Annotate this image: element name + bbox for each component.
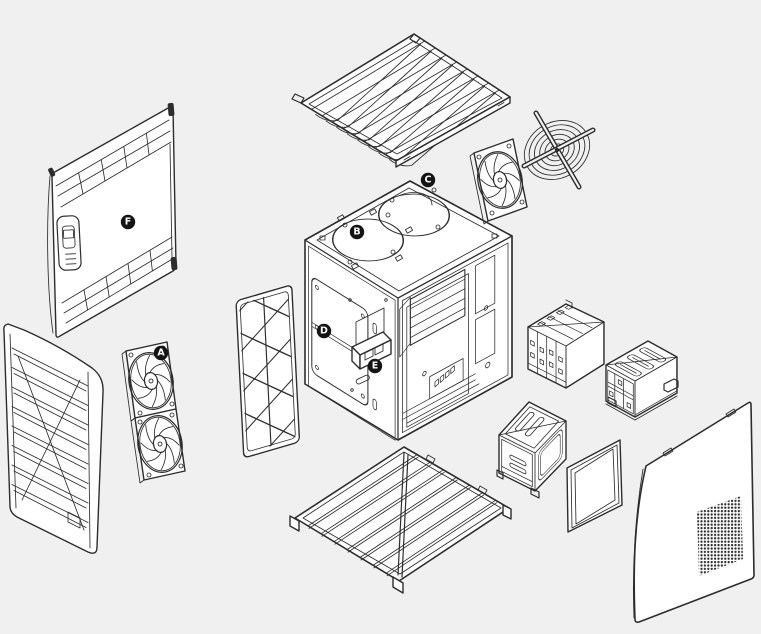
callout-d-letter: D xyxy=(320,326,328,337)
callout-b-letter: B xyxy=(353,227,360,238)
callout-a: A xyxy=(153,345,169,361)
callout-f-badge xyxy=(120,214,136,230)
drive-cage-cube xyxy=(496,401,567,499)
front-dust-filter xyxy=(235,285,300,458)
chassis xyxy=(304,180,513,441)
callout-c: C xyxy=(420,172,436,188)
top-cover-louvers xyxy=(311,40,500,167)
hdd-cage-3bay xyxy=(605,340,679,421)
callout-b: B xyxy=(349,224,365,240)
callout-c-letter: C xyxy=(425,175,432,186)
panel-latch xyxy=(56,215,82,271)
front-io-block xyxy=(348,298,392,392)
bottom-cover xyxy=(289,446,512,594)
front-fans xyxy=(121,341,188,484)
top-fan xyxy=(469,138,529,225)
hdd-cage-4bay xyxy=(527,299,605,389)
panel-mesh xyxy=(697,496,743,576)
callout-a-badge xyxy=(153,345,169,361)
callout-f: F xyxy=(120,214,136,230)
callout-d-badge xyxy=(316,323,332,339)
callout-a-letter: A xyxy=(157,348,165,359)
front-panel-louvers xyxy=(11,347,89,528)
left-side-panel xyxy=(47,102,178,338)
callout-d: D xyxy=(316,323,332,339)
callout-e-badge xyxy=(367,358,383,374)
top-cover xyxy=(291,33,511,168)
psu-dust-filter xyxy=(566,439,623,533)
callout-e-letter: E xyxy=(372,361,379,372)
callout-c-badge xyxy=(420,172,436,188)
callout-f-letter: F xyxy=(125,217,132,228)
bottom-cover-louvers xyxy=(307,454,498,577)
fan-grill xyxy=(521,110,596,190)
front-panel xyxy=(3,323,104,554)
right-side-panel xyxy=(632,401,755,623)
callout-e: E xyxy=(367,358,383,374)
callout-b-badge xyxy=(349,224,365,240)
chassis-interior xyxy=(397,235,513,441)
